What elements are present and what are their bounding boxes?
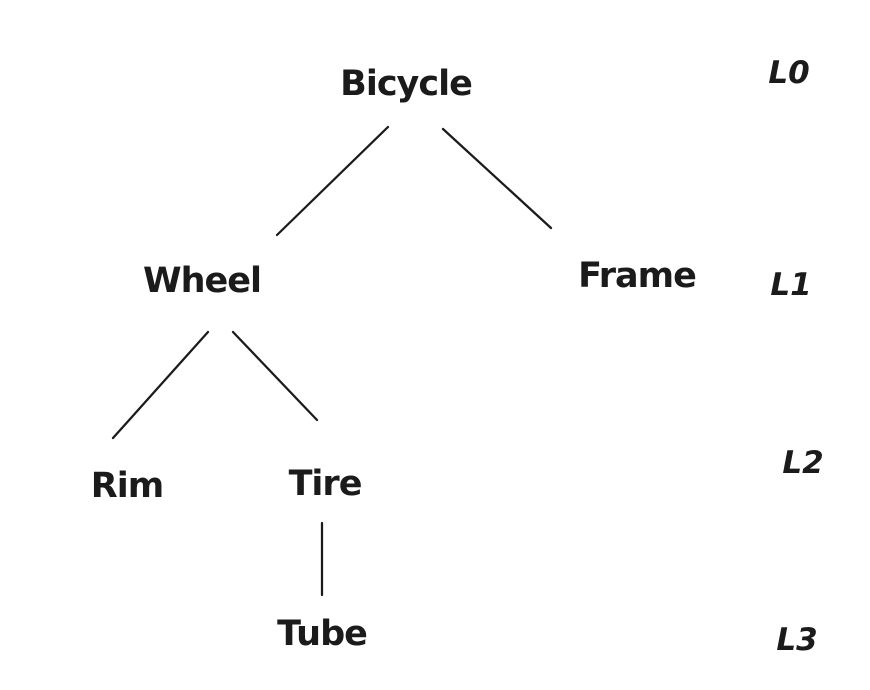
level-label-l2: L2: [782, 445, 824, 481]
edge-wheel-tire: [231, 330, 319, 422]
edge-bicycle-wheel: [275, 125, 390, 237]
edge-wheel-rim: [111, 330, 210, 440]
tree-node-frame: Frame: [578, 256, 697, 296]
tree-node-bicycle: Bicycle: [340, 64, 473, 104]
tree-node-wheel: Wheel: [143, 261, 262, 301]
tree-node-tire: Tire: [288, 464, 363, 504]
edge-bicycle-frame: [441, 127, 553, 230]
tree-node-tube: Tube: [277, 614, 368, 654]
level-label-l0: L0: [768, 55, 810, 91]
tree-node-rim: Rim: [90, 466, 164, 506]
level-label-l3: L3: [776, 622, 818, 658]
level-label-l1: L1: [770, 267, 812, 303]
